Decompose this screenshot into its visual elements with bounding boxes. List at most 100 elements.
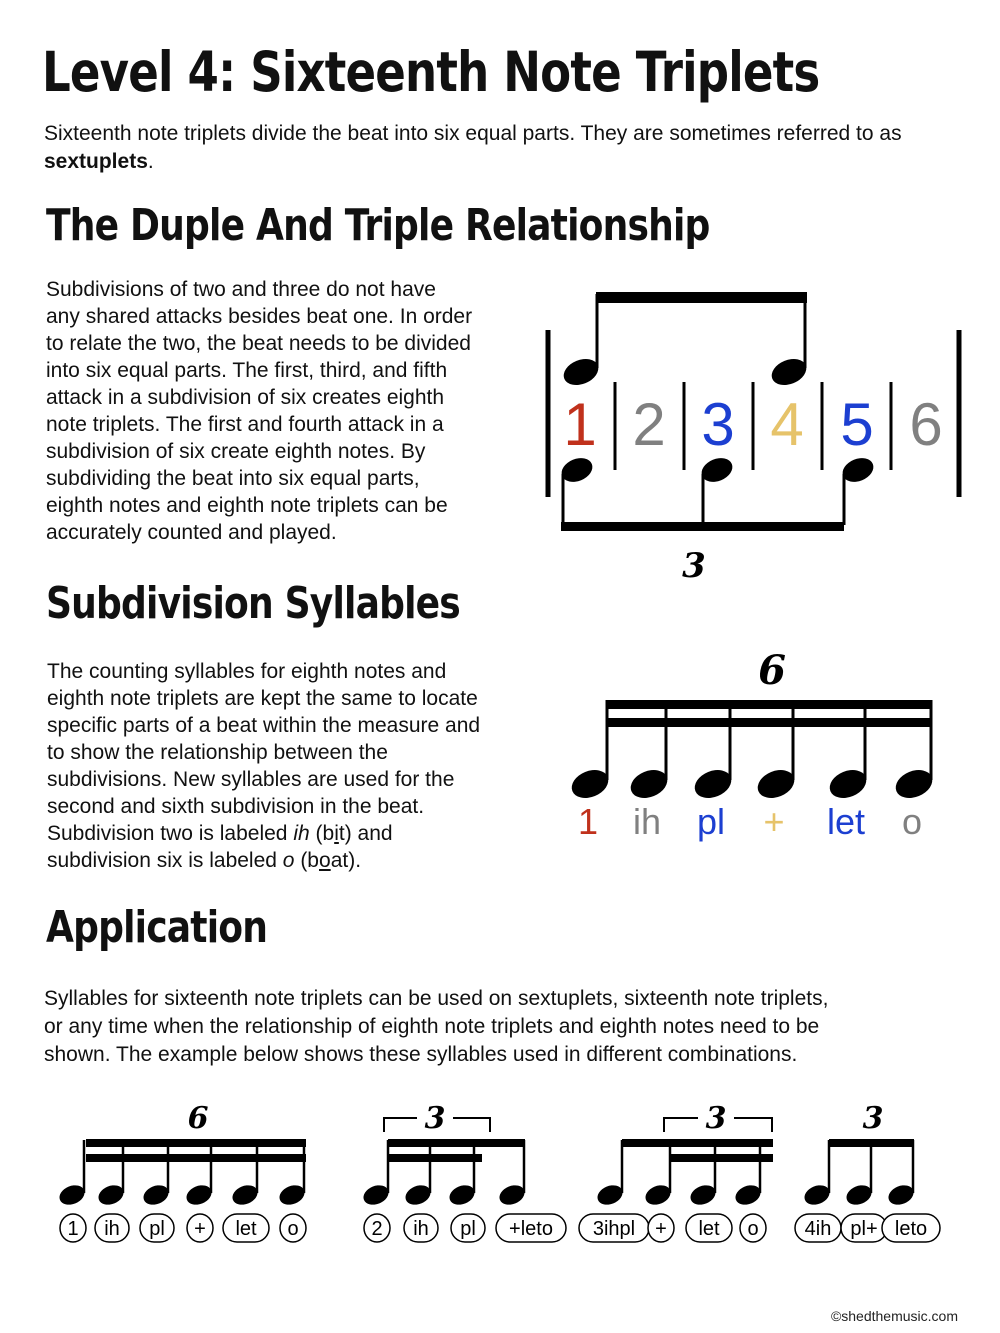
tuplet-number: 6 xyxy=(758,647,786,694)
section1-paragraph: Subdivisions of two and three do not hav… xyxy=(46,276,472,546)
section3-line: or any time when the relationship of eig… xyxy=(44,1015,820,1038)
note-head xyxy=(143,1185,169,1205)
syllable-label: + xyxy=(763,801,784,842)
note-head xyxy=(829,770,867,798)
page-title: Level 4: Sixteenth Note Triplets xyxy=(42,40,820,104)
syllable-bubble xyxy=(59,1213,87,1243)
syllable-label: ih xyxy=(633,801,661,842)
syllable-bubble xyxy=(403,1213,439,1243)
syllable-label: ih xyxy=(413,1218,429,1240)
note-head xyxy=(757,770,795,798)
section2-line: second and sixth subdivision in the beat… xyxy=(47,795,425,818)
note-head xyxy=(98,1185,124,1205)
syllable-bubble xyxy=(279,1213,307,1243)
syllable-label: leto xyxy=(895,1218,927,1240)
section1-line: attack in a subdivision of six creates e… xyxy=(46,386,445,409)
section2-line: to show the relationship between the xyxy=(47,741,388,764)
note-head xyxy=(279,1185,305,1205)
syllable-label: 1 xyxy=(578,801,598,842)
syllable-bubble xyxy=(363,1213,391,1243)
syllable-bubble xyxy=(739,1213,767,1243)
syllable-bubble xyxy=(647,1213,675,1243)
note-head xyxy=(630,770,668,798)
section2-paragraph: The counting syllables for eighth notes … xyxy=(47,658,480,874)
section1-line: note triplets. The first and fourth atta… xyxy=(46,413,444,436)
beam xyxy=(622,1139,773,1147)
syllable-label: o xyxy=(902,801,922,842)
syllable-bubble xyxy=(94,1213,130,1243)
section2-line: Subdivision two is labeled ih (bit) and xyxy=(47,822,393,845)
section2-line: eighth note triplets are kept the same t… xyxy=(47,687,478,710)
count-number: 2 xyxy=(632,391,665,458)
section-heading-application: Application xyxy=(46,902,268,953)
syllable-label: 4ih xyxy=(805,1218,832,1240)
tuplet-number: 3 xyxy=(682,546,706,586)
intro-paragraph: Sixteenth note triplets divide the beat … xyxy=(44,122,902,173)
section2-line: subdivision six is labeled o (boat). xyxy=(47,849,362,872)
count-number: 4 xyxy=(770,391,803,458)
syllable-bubble xyxy=(186,1213,214,1243)
section1-line: any shared attacks besides beat one. In … xyxy=(46,305,473,328)
syllable-label: let xyxy=(235,1218,257,1240)
note-head xyxy=(771,358,807,386)
note-head xyxy=(571,770,609,798)
syllable-label: 2 xyxy=(371,1218,382,1240)
note-head xyxy=(499,1185,525,1205)
note-head xyxy=(645,1185,671,1205)
note-head xyxy=(363,1185,389,1205)
syllable-label: ih xyxy=(104,1218,120,1240)
section2-line: The counting syllables for eighth notes … xyxy=(47,660,447,683)
syllable-bubble xyxy=(881,1213,941,1243)
count-number: 3 xyxy=(701,391,734,458)
beam xyxy=(388,1139,525,1147)
beam xyxy=(596,292,807,303)
syllable-label: let xyxy=(827,801,865,842)
beam xyxy=(670,1154,773,1162)
beam xyxy=(86,1154,306,1162)
count-number: 6 xyxy=(909,391,942,458)
section1-line: Subdivisions of two and three do not hav… xyxy=(46,278,436,301)
tuplet-number: 6 xyxy=(188,1101,209,1136)
note-head xyxy=(405,1185,431,1205)
beam xyxy=(607,700,931,709)
count-number: 5 xyxy=(840,391,873,458)
note-head xyxy=(701,458,733,482)
beam xyxy=(86,1139,306,1147)
tuplet-number: 3 xyxy=(863,1101,884,1136)
section3-line: shown. The example below shows these syl… xyxy=(44,1043,798,1066)
note-head xyxy=(888,1185,914,1205)
note-head xyxy=(735,1185,761,1205)
syllable-label: 3ihpl xyxy=(593,1218,635,1240)
beam xyxy=(388,1154,482,1162)
note-head xyxy=(59,1185,85,1205)
syllable-bubble xyxy=(450,1213,486,1243)
note-head xyxy=(449,1185,475,1205)
intro-bold-term: sextuplets xyxy=(44,150,148,173)
syllable-label: 1 xyxy=(67,1218,78,1240)
section3-line: Syllables for sixteenth note triplets ca… xyxy=(44,987,829,1010)
section1-line: into six equal parts. The first, third, … xyxy=(46,359,448,382)
beam xyxy=(607,718,931,727)
copyright-footer: ©shedthemusic.com xyxy=(830,1308,958,1324)
note-head xyxy=(561,458,593,482)
section1-line: subdividing the beat into six equal part… xyxy=(46,467,420,490)
syllable-label: let xyxy=(698,1218,720,1240)
section1-line: eighth notes and eighth note triplets ca… xyxy=(46,494,448,517)
syllable-label: pl xyxy=(697,801,725,842)
section1-line: to relate the two, the beat needs to be … xyxy=(46,332,471,355)
note-head xyxy=(842,458,874,482)
tuplet-number: 3 xyxy=(425,1101,446,1136)
syllable-bubble xyxy=(222,1213,270,1243)
syllable-label: o xyxy=(747,1218,758,1240)
syllable-label: pl+ xyxy=(850,1218,877,1240)
note-head xyxy=(186,1185,212,1205)
syllable-label: + xyxy=(194,1218,206,1240)
section2-line: subdivisions. New syllables are used for… xyxy=(47,768,455,791)
note-head xyxy=(597,1185,623,1205)
syllable-label: pl xyxy=(460,1218,476,1240)
syllable-label: + xyxy=(655,1218,667,1240)
syllable-bubble xyxy=(495,1213,567,1243)
syllable-label: o xyxy=(287,1218,298,1240)
section2-line: specific parts of a beat within the meas… xyxy=(47,714,481,737)
